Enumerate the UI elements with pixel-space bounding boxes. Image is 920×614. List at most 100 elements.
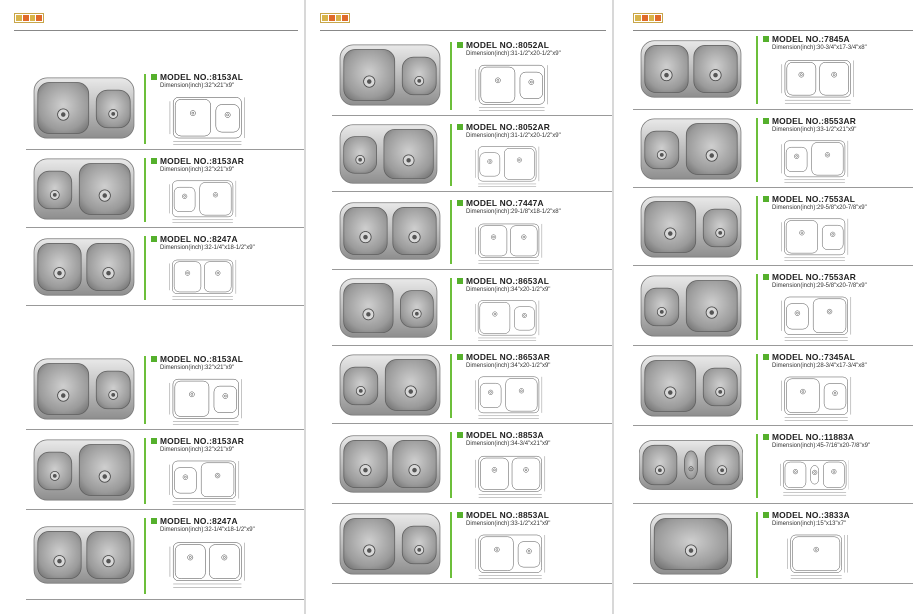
technical-drawing: [781, 60, 854, 104]
dimension-text: Dimension(inch):33-1/2"x21"x9": [466, 521, 551, 527]
drain-hole: [412, 234, 417, 240]
drawing-bowl: [785, 146, 808, 172]
sink-bowl: [644, 45, 689, 93]
model-number: MODEL NO.:8653AL: [457, 276, 549, 286]
sink-bowl: [644, 287, 680, 327]
accent-bar: [450, 432, 452, 498]
technical-drawing: [475, 64, 548, 111]
drain-hole: [709, 310, 715, 315]
drawing-drain: [826, 308, 833, 315]
accent-bar: [756, 354, 758, 420]
sink-photo: [640, 275, 742, 337]
drawing-bowl: [173, 186, 196, 212]
drawing-drain: [792, 469, 798, 475]
drawing-drain-inner: [800, 73, 803, 76]
entry-divider: [26, 429, 304, 430]
model-number: MODEL NO.:8653AR: [457, 352, 550, 362]
drawing-drain-inner: [801, 390, 805, 393]
entry-divider: [26, 509, 304, 510]
sink-bowl: [95, 89, 131, 129]
accent-bar: [450, 512, 452, 578]
sink-photo: [339, 435, 441, 493]
drawing-drain-inner: [489, 391, 492, 394]
drain-hole: [363, 467, 368, 473]
drawing-outline: [477, 300, 537, 336]
drawing-bowl: [204, 261, 232, 293]
drawing-bowl: [810, 465, 819, 485]
drawing-drain: [516, 157, 522, 163]
sink-bowl: [343, 282, 394, 334]
drawing-drain: [832, 390, 838, 396]
drawing-bowl: [785, 220, 818, 254]
drain-hole: [358, 389, 363, 393]
drawing-drain-inner: [800, 231, 803, 234]
technical-drawing: [475, 534, 545, 579]
drain-hole: [718, 390, 723, 394]
entry-divider: [332, 423, 612, 424]
dimension-text: Dimension(inch):34"x20-1/2"x9": [466, 287, 551, 293]
drawing-drain: [521, 313, 527, 318]
drain-hole: [720, 468, 724, 473]
sink-photo: [33, 77, 135, 139]
drain-hole: [667, 231, 673, 236]
drawing-outline: [784, 296, 848, 335]
sink-bowl: [78, 444, 131, 496]
drawing-drain: [182, 193, 188, 199]
sink-photo: [33, 358, 135, 420]
drawing-drain-inner: [488, 160, 491, 163]
brand-logo: [633, 13, 663, 23]
drawing-drain-inner: [795, 155, 798, 158]
model-number: MODEL NO.:8153AR: [151, 436, 244, 446]
sink-bowl: [343, 440, 388, 488]
drawing-bowl: [479, 382, 502, 408]
entry-divider: [633, 187, 913, 188]
drawing-bowl: [510, 225, 538, 257]
accent-bar: [450, 42, 452, 110]
sink-bowl: [343, 49, 396, 101]
accent-bar: [756, 196, 758, 260]
sink-bowl: [702, 367, 738, 407]
drawing-drain: [488, 389, 494, 395]
drawing-bowl: [505, 378, 538, 412]
model-number: MODEL NO.:8853A: [457, 430, 544, 440]
sink-bowl: [384, 359, 437, 411]
model-number: MODEL NO.:7447A: [457, 198, 544, 208]
drawing-outline: [172, 460, 236, 499]
sink-photo: [640, 40, 742, 98]
model-number: MODEL NO.:8153AL: [151, 72, 243, 82]
drawing-drain: [492, 311, 498, 317]
drawing-drain-inner: [216, 474, 219, 477]
drawing-drain: [794, 153, 800, 159]
drawing-outline: [784, 218, 846, 256]
accent-bar: [450, 278, 452, 340]
drawing-bowl: [199, 182, 232, 216]
drawing-drain-inner: [522, 235, 525, 239]
model-number: MODEL NO.:8247A: [151, 516, 238, 526]
entry-divider: [633, 265, 913, 266]
model-number: MODEL NO.:7553AR: [763, 272, 856, 282]
drawing-outline: [172, 97, 242, 139]
dimension-text: Dimension(inch):32"x21"x9": [160, 83, 235, 89]
drawing-drain-inner: [188, 556, 192, 559]
drawing-drain-inner: [826, 153, 829, 156]
drain-hole: [417, 548, 422, 552]
drain-hole: [366, 312, 371, 317]
drawing-drain: [798, 71, 805, 78]
technical-drawing: [781, 296, 851, 341]
accent-bar: [756, 434, 758, 498]
drawing-drain: [521, 234, 527, 240]
drawing-drain-inner: [520, 389, 523, 392]
technical-drawing: [475, 146, 540, 187]
drain-hole: [111, 112, 116, 116]
drawing-drain: [187, 554, 194, 561]
sink-photo: [640, 355, 742, 417]
sink-photo: [339, 202, 441, 260]
drawing-bowl: [786, 62, 817, 96]
